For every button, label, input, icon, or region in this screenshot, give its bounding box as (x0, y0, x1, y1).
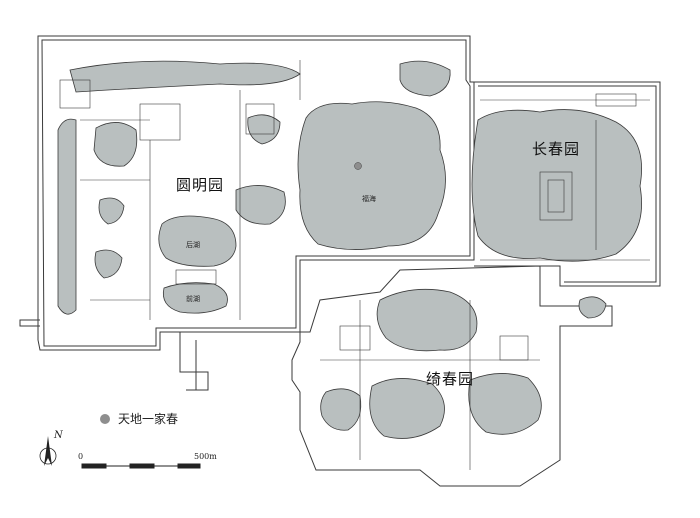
small-pond-4 (578, 296, 607, 319)
water-bodies (57, 60, 642, 439)
ne-pond (399, 60, 451, 97)
qichun-lake-b (369, 378, 445, 439)
west-canal (57, 118, 77, 315)
qichun-lake-d (320, 388, 362, 431)
legend: 天地一家春 (100, 410, 178, 427)
north-stream (69, 60, 301, 93)
garden-label-qichunyuan: 绮春园 (426, 370, 475, 388)
site-boundary (19, 35, 661, 487)
garden-label-yuanmingyuan: 圆明园 (176, 176, 225, 194)
central-pond (235, 185, 286, 225)
architectural-details (59, 60, 650, 470)
fuhai-lake (297, 101, 446, 250)
small-pond-2 (94, 249, 123, 279)
changchun-lake (471, 109, 642, 262)
tiandi-yijiachun-marker (354, 162, 362, 170)
north-arrow-icon (39, 436, 57, 466)
gray-dot-icon (100, 413, 110, 424)
west-pond (93, 122, 138, 167)
scale-start-label: 0 (78, 452, 84, 461)
garden-label-changchunyuan: 长春园 (532, 140, 581, 158)
lake-label-houhu: 后湖 (186, 241, 200, 249)
qianhu-lake (162, 282, 228, 314)
legend-label: 天地一家春 (118, 412, 179, 426)
small-pond-3 (247, 114, 281, 145)
scale-end-label: 500m (194, 452, 217, 461)
houhu-lake (158, 215, 237, 267)
small-pond-1 (98, 197, 125, 225)
scale-bar (81, 463, 201, 469)
lake-label-fuhai: 福海 (362, 195, 376, 203)
lake-label-qianhu: 前湖 (186, 295, 200, 303)
north-letter: N (54, 430, 63, 441)
qichun-lake-c (468, 373, 542, 435)
qichun-lake-a (376, 288, 478, 352)
